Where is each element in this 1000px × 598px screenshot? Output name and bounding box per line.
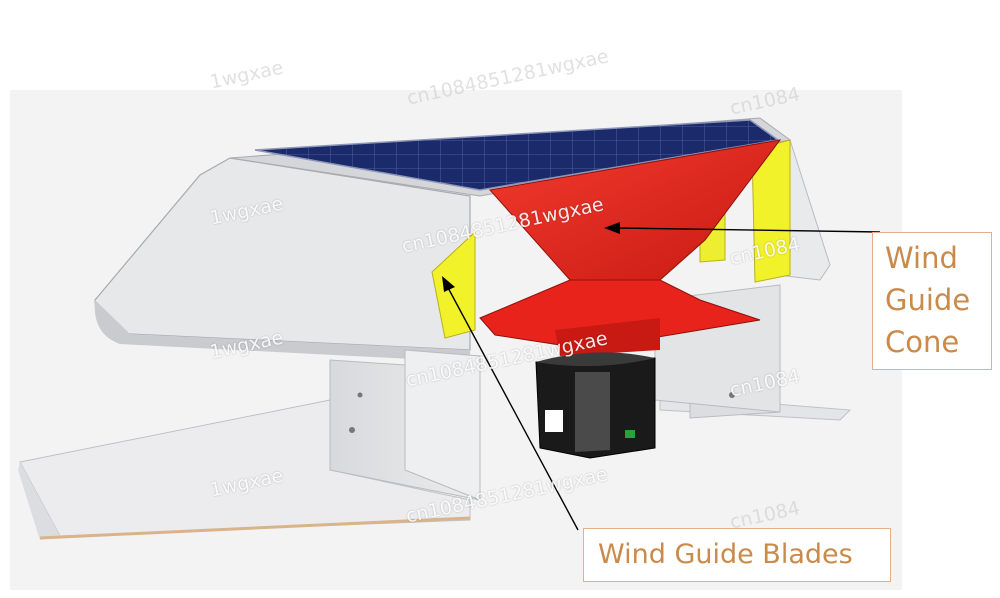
label-line: Guide <box>885 283 971 317</box>
label-line: Cone <box>885 325 960 359</box>
label-text: Wind Guide Blades <box>598 539 853 570</box>
wind-guide-blades-label: Wind Guide Blades <box>583 528 891 582</box>
generator <box>535 352 656 459</box>
wind-guide-cone-shape <box>479 139 782 356</box>
label-line: Wind <box>885 241 958 275</box>
leader-lines <box>442 222 881 531</box>
wind-guide-cone-label: Wind Guide Cone <box>872 232 992 370</box>
base-plate <box>18 394 852 540</box>
